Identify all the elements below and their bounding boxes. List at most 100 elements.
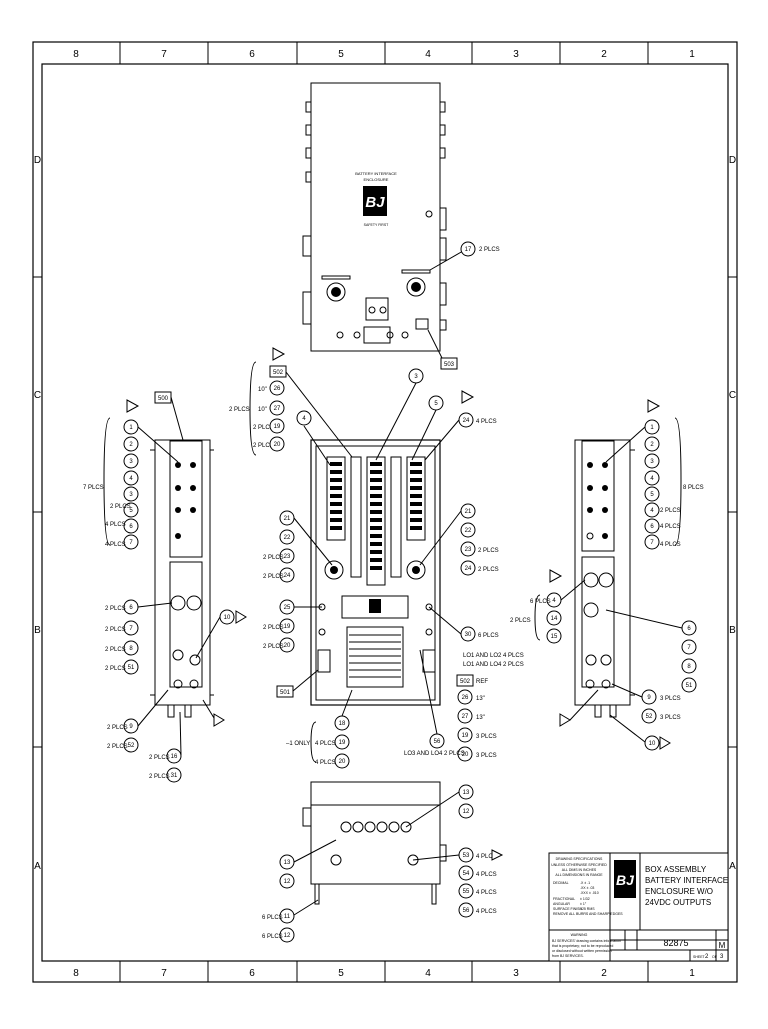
svg-text:20: 20: [274, 442, 281, 448]
svg-text:WARNING: WARNING: [571, 933, 588, 937]
svg-text:4: 4: [650, 476, 654, 482]
flag-note-icon: [126, 399, 140, 413]
svg-text:26: 26: [274, 386, 281, 392]
svg-text:5: 5: [650, 492, 654, 498]
connector-icon: [324, 560, 344, 580]
svg-text:16: 16: [171, 754, 178, 760]
zone-col-label: 2: [601, 49, 607, 60]
svg-text:3 PLCS: 3 PLCS: [660, 715, 681, 721]
zone-row-label: A: [729, 861, 736, 872]
zone-col-label: 2: [601, 968, 607, 979]
svg-text:2 PLCS: 2 PLCS: [660, 508, 681, 514]
svg-text:6: 6: [129, 605, 133, 611]
svg-text:2 PLCS: 2 PLCS: [107, 725, 128, 731]
front-cover-view: BATTERY INTERFACE ENCLOSURE BJ SAFETY FI…: [302, 82, 447, 352]
svg-text:10": 10": [258, 387, 267, 393]
cover-subtitle: SAFETY FIRST: [364, 223, 389, 227]
svg-text:25: 25: [284, 605, 291, 611]
svg-text:or disclosed without written p: or disclosed without written permission: [552, 949, 612, 953]
spec-header: DRAWING SPECIFICATIONS: [556, 857, 603, 861]
svg-text:10: 10: [224, 615, 231, 621]
svg-text:4: 4: [302, 416, 306, 422]
zone-col-label: 5: [338, 968, 344, 979]
svg-text:12: 12: [463, 809, 470, 815]
title-line-2: BATTERY INTERFACE: [645, 876, 728, 885]
svg-text:23: 23: [465, 547, 472, 553]
zone-row-label: C: [729, 390, 736, 401]
svg-text:2 PLCS: 2 PLCS: [105, 627, 126, 633]
zone-rows: D C B A D C B A: [33, 155, 737, 872]
interior-view: [310, 439, 441, 706]
svg-text:± 1°: ± 1°: [580, 902, 587, 906]
svg-text:8: 8: [687, 664, 691, 670]
svg-text:4 PLCS: 4 PLCS: [476, 909, 497, 915]
svg-text:24: 24: [465, 566, 472, 572]
zone-col-label: 6: [249, 49, 255, 60]
svg-text:4: 4: [650, 508, 654, 514]
left-side-view: [150, 439, 214, 718]
sheet-of: OF: [712, 955, 717, 959]
svg-text:2 PLCS: 2 PLCS: [105, 666, 126, 672]
title-logo-text: BJ: [616, 872, 635, 888]
bj-logo-icon: [369, 599, 381, 613]
zone-col-label: 6: [249, 968, 255, 979]
svg-text:55: 55: [463, 889, 470, 895]
svg-text:52: 52: [128, 743, 135, 749]
svg-text:2 PLCS: 2 PLCS: [149, 755, 170, 761]
zone-col-label: 4: [425, 968, 431, 979]
svg-text:5: 5: [434, 401, 438, 407]
svg-text:4 PLCS: 4 PLCS: [660, 542, 681, 548]
svg-text:3 PLCS: 3 PLCS: [476, 753, 497, 759]
svg-text:20: 20: [284, 643, 291, 649]
svg-text:13": 13": [476, 696, 485, 702]
left-callouts: 500 7 PLCS 1 2 3 4 3 5 6 7 2 PLCS 4 PLCS…: [83, 391, 247, 783]
svg-text:–1 ONLY: –1 ONLY: [286, 741, 310, 747]
screw-icon: [425, 210, 433, 218]
interior-callouts-left: 21 22 23 24 2 PLCS 2 PLCS 25 19 20 2 PLC…: [263, 510, 333, 698]
svg-text:2 PLCS: 2 PLCS: [263, 625, 284, 631]
svg-text:4 PLCS: 4 PLCS: [660, 524, 681, 530]
group-note: 7 PLCS: [83, 485, 104, 491]
svg-text:6 PLCS: 6 PLCS: [262, 915, 283, 921]
svg-text:3: 3: [650, 459, 654, 465]
zone-col-label: 3: [513, 49, 519, 60]
svg-text:REMOVE ALL BURRS AND SHARP EDG: REMOVE ALL BURRS AND SHARP EDGES: [553, 912, 623, 916]
svg-text:2 PLCS: 2 PLCS: [263, 574, 284, 580]
ref-box-503: 503: [427, 329, 458, 370]
svg-text:27: 27: [462, 714, 469, 720]
svg-text:4: 4: [129, 476, 133, 482]
svg-text:6 PLCS: 6 PLCS: [262, 934, 283, 940]
svg-text:3 PLCS: 3 PLCS: [660, 696, 681, 702]
svg-text:6 PLCS: 6 PLCS: [530, 599, 551, 605]
svg-text:502: 502: [460, 679, 471, 685]
ref-box-502-right: [456, 674, 474, 687]
svg-text:56: 56: [434, 739, 441, 745]
svg-text:2 PLCS: 2 PLCS: [107, 744, 128, 750]
fitting-icon: [336, 331, 344, 339]
svg-text:2 PLCS: 2 PLCS: [105, 647, 126, 653]
svg-text:24: 24: [463, 418, 470, 424]
bottom-view: [302, 781, 447, 905]
svg-text:502: 502: [273, 370, 284, 376]
svg-text:4 PLCS: 4 PLCS: [476, 890, 497, 896]
bj-logo-icon: [363, 186, 387, 216]
svg-text:30: 30: [465, 632, 472, 638]
svg-text:5: 5: [129, 508, 133, 514]
zone-col-label: 1: [689, 968, 695, 979]
svg-text:2: 2: [650, 442, 654, 448]
svg-text:LO1 AND LO2 4 PLCS: LO1 AND LO2 4 PLCS: [463, 653, 524, 659]
svg-text:22: 22: [284, 535, 291, 541]
svg-text:1: 1: [129, 425, 133, 431]
zone-row-label: D: [34, 155, 41, 166]
title-line-4: 24VDC OUTPUTS: [645, 898, 711, 907]
svg-text:BJ SERVICES' drawing contains: BJ SERVICES' drawing contains informatio…: [552, 939, 621, 943]
fitting-icon: [401, 331, 409, 339]
svg-text:31: 31: [171, 773, 178, 779]
svg-text:6: 6: [650, 524, 654, 530]
svg-text:4 PLCS: 4 PLCS: [315, 760, 336, 766]
svg-text:10: 10: [649, 741, 656, 747]
svg-text:4 PLCS: 4 PLCS: [105, 542, 126, 548]
svg-text:7: 7: [687, 645, 691, 651]
svg-text:UNLESS OTHERWISE SPECIFIED: UNLESS OTHERWISE SPECIFIED: [551, 863, 607, 867]
